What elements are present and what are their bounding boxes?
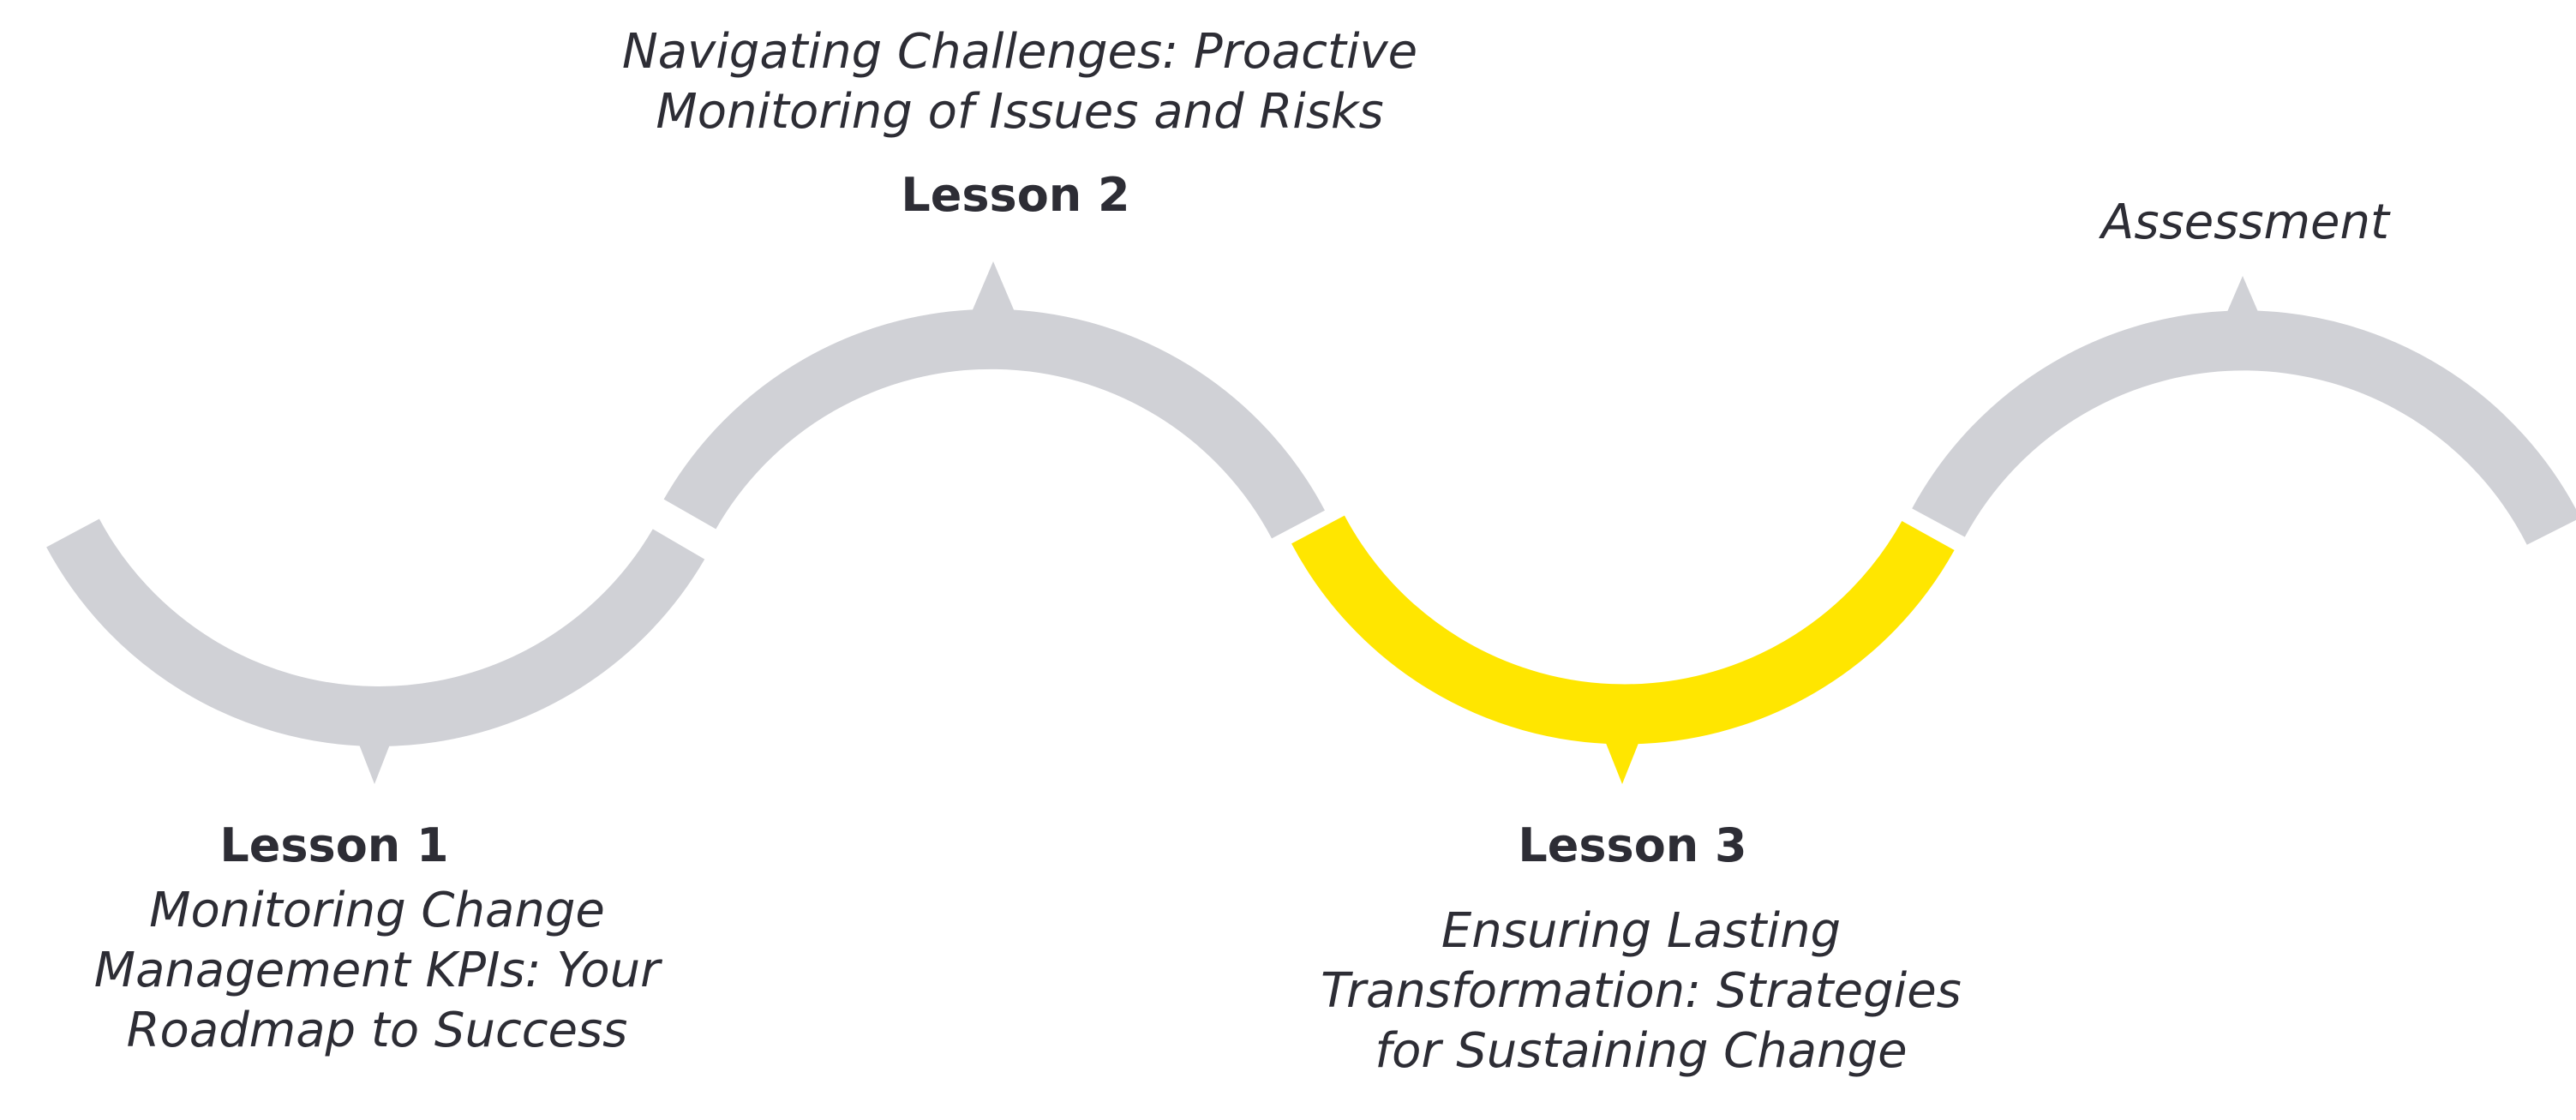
assessment-title: Assessment — [2040, 193, 2451, 253]
lesson-1-description-line: Roadmap to Success — [126, 1003, 628, 1058]
lesson-3-description-line: Ensuring Lasting — [1441, 903, 1842, 959]
lesson-3-pointer — [1591, 704, 1654, 784]
lesson-1-title: Lesson 1 — [219, 818, 449, 872]
lesson-3-title: Lesson 3 — [1518, 818, 1747, 872]
lesson-2-arc — [663, 308, 1325, 539]
lesson-2-pointer — [962, 261, 1025, 336]
lesson-2-description-line: Navigating Challenges: Proactive — [621, 24, 1418, 80]
lesson-3-arc — [1291, 515, 1955, 745]
assessment-pointer — [2211, 276, 2274, 350]
lesson-1-description: Monitoring Change Management KPIs: Your … — [43, 881, 711, 1061]
lesson-3-segment[interactable] — [1291, 515, 1955, 784]
lesson-2-description: Navigating Challenges: Proactive Monitor… — [548, 22, 1491, 142]
lesson-1-arc — [46, 518, 705, 746]
lesson-1-segment[interactable] — [46, 518, 705, 784]
lesson-1-pointer — [343, 703, 406, 784]
lesson-1-description-line: Management KPIs: Your — [93, 943, 661, 998]
lesson-3-description: Ensuring Lasting Transformation: Strateg… — [1243, 901, 2040, 1081]
assessment-arc — [1912, 310, 2576, 545]
lesson-2-title: Lesson 2 — [901, 168, 1130, 222]
assessment-segment[interactable] — [1912, 276, 2576, 545]
lesson-1-description-line: Monitoring Change — [149, 883, 605, 938]
lesson-3-description-line: Transformation: Strategies — [1321, 963, 1962, 1019]
lesson-3-description-line: for Sustaining Change — [1375, 1023, 1908, 1079]
assessment-title-text: Assessment — [2101, 195, 2389, 250]
lesson-2-segment[interactable] — [663, 261, 1325, 539]
lesson-2-description-line: Monitoring of Issues and Risks — [656, 84, 1384, 140]
